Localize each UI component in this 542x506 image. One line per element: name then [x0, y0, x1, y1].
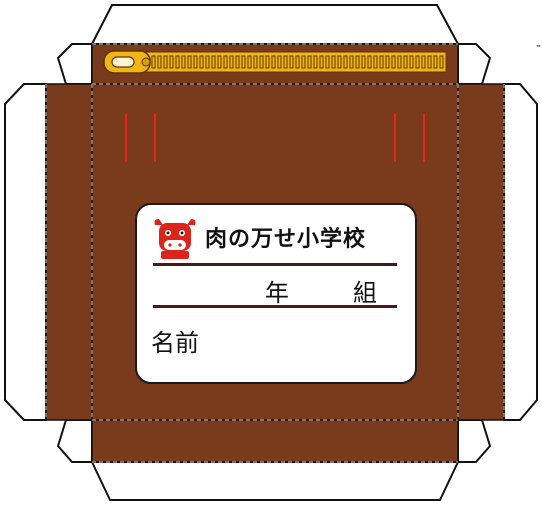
zipper-pull-icon: [103, 50, 151, 74]
zipper-tooth: [181, 55, 186, 69]
zipper-tooth: [355, 55, 360, 69]
zipper-tooth: [307, 55, 312, 69]
zipper-tooth: [235, 55, 240, 69]
zipper-tooth: [211, 55, 216, 69]
zipper-tooth: [259, 55, 264, 69]
zipper-tooth: [361, 55, 366, 69]
zipper-tooth: [331, 55, 336, 69]
top-left-tab: [57, 43, 93, 85]
zipper-tooth: [367, 55, 372, 69]
zipper-tooth: [391, 55, 396, 69]
zipper-tooth: [229, 55, 234, 69]
zipper-tooth: [385, 55, 390, 69]
name-field-label: 名前: [151, 329, 199, 357]
class-label: 組: [353, 279, 377, 307]
zipper-tooth: [253, 55, 258, 69]
zipper-tooth: [349, 55, 354, 69]
zipper-tooth: [163, 55, 168, 69]
zipper-tooth: [283, 55, 288, 69]
cow-mascot-icon: [154, 219, 196, 259]
right-flap: [503, 83, 538, 421]
zipper-tooth: [427, 55, 432, 69]
zipper-tooth: [169, 55, 174, 69]
bottom-right-tab: [457, 419, 491, 463]
zipper-tooth: [217, 55, 222, 69]
zipper-tooth: [379, 55, 384, 69]
zipper-tooth: [325, 55, 330, 69]
divider-line: [153, 263, 397, 266]
outer-flaps: [4, 4, 538, 501]
zipper-tooth: [343, 55, 348, 69]
zipper: [103, 50, 447, 74]
zipper-tooth: [439, 55, 444, 69]
zipper-teeth: [151, 55, 444, 69]
zipper-tooth: [373, 55, 378, 69]
zipper-tooth: [409, 55, 414, 69]
zipper-tooth: [319, 55, 324, 69]
zipper-tooth: [241, 55, 246, 69]
zipper-tooth: [247, 55, 252, 69]
name-label-card: 肉の万せ小学校 年 組 名前: [135, 203, 417, 384]
zipper-tooth: [415, 55, 420, 69]
zipper-tooth: [151, 55, 156, 69]
zipper-tooth: [187, 55, 192, 69]
zipper-tooth: [403, 55, 408, 69]
zipper-tooth: [175, 55, 180, 69]
fold-lines: [45, 43, 505, 463]
grade-label: 年: [265, 279, 289, 307]
zipper-tooth: [295, 55, 300, 69]
zipper-tooth: [271, 55, 276, 69]
zipper-tooth: [223, 55, 228, 69]
school-name: 肉の万せ小学校: [205, 227, 367, 252]
zipper-tooth: [193, 55, 198, 69]
zipper-tooth: [265, 55, 270, 69]
red-stripes: [125, 114, 425, 162]
zipper-tooth: [433, 55, 438, 69]
left-flap: [4, 83, 47, 421]
zipper-tooth: [199, 55, 204, 69]
bottom-left-tab: [57, 419, 93, 463]
zipper-tooth: [421, 55, 426, 69]
top-flap: [91, 4, 459, 45]
top-right-tab: [457, 43, 491, 85]
zipper-tooth: [205, 55, 210, 69]
zipper-tooth: [313, 55, 318, 69]
zipper-tooth: [397, 55, 402, 69]
corner-mark: -: [536, 38, 542, 54]
zipper-tooth: [157, 55, 162, 69]
zipper-tooth: [301, 55, 306, 69]
divider-line: [153, 305, 397, 308]
zipper-tooth: [337, 55, 342, 69]
bottom-flap: [91, 461, 459, 501]
zipper-tooth: [277, 55, 282, 69]
zipper-tooth: [289, 55, 294, 69]
